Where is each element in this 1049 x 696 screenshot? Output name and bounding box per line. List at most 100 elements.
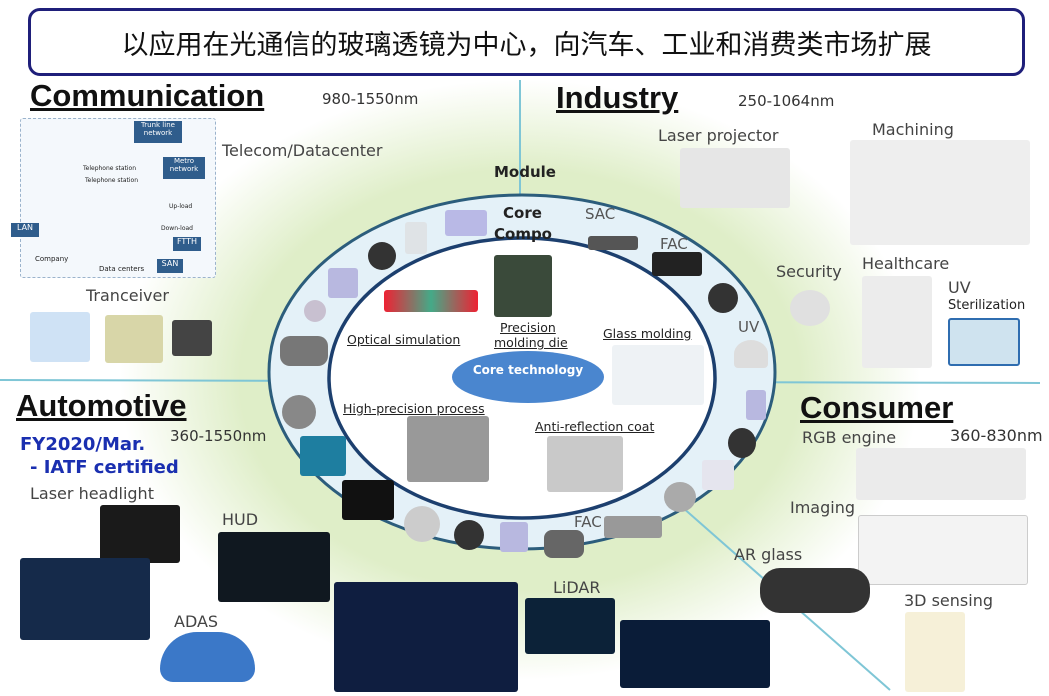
optical-simulation-image	[384, 290, 478, 312]
iatf-note: - IATF certified	[30, 457, 179, 478]
module-label: Module	[494, 163, 556, 181]
lens-image	[300, 436, 346, 476]
label-machining: Machining	[872, 120, 954, 139]
uv-sterilization-image	[948, 318, 1020, 366]
core-precision: Precision	[500, 320, 556, 335]
lens-image	[328, 268, 358, 298]
car-image	[160, 632, 255, 682]
label-uv: UV	[948, 278, 971, 297]
core-glass-molding: Glass molding	[603, 326, 692, 341]
range-communication: 980-1550nm	[322, 90, 419, 108]
ftth-label: FTTH	[173, 237, 201, 251]
machining-robot-image	[850, 140, 1030, 245]
label-imaging: Imaging	[790, 498, 856, 517]
label-ar-glass: AR glass	[734, 545, 803, 564]
lens-image	[500, 522, 528, 552]
dome-lens-image	[342, 480, 394, 520]
data-centers-label: Data centers	[99, 265, 145, 273]
network-illustration: Trunk line network Metro network Telepho…	[11, 118, 216, 278]
laser-projector-image	[680, 148, 790, 208]
label-telecom: Telecom/Datacenter	[222, 141, 383, 160]
prism-image	[405, 222, 427, 254]
3d-sensing-image	[905, 612, 965, 692]
ar-glass-image	[760, 568, 870, 613]
lens-image	[304, 300, 326, 322]
fac-lens-image	[652, 252, 702, 276]
lens-holder-image	[708, 283, 738, 313]
label-tranceiver: Tranceiver	[86, 286, 169, 305]
upload-label: Up-load	[169, 203, 193, 210]
download-label: Down-load	[161, 225, 193, 232]
core-optical-simulation: Optical simulation	[347, 332, 461, 347]
core-anti-reflection-coat: Anti-reflection coat	[535, 419, 655, 434]
uv-lens-image	[734, 340, 768, 368]
lidar-image	[525, 598, 615, 654]
lens-image	[404, 506, 440, 542]
label-rgb-engine: RGB engine	[802, 428, 897, 447]
component-uv: UV	[738, 318, 760, 336]
imaging-diagram	[858, 515, 1028, 585]
core-molding-die: molding die	[494, 335, 568, 350]
transceiver-image	[30, 312, 90, 362]
security-camera-image	[790, 290, 830, 326]
lens-holder-image	[280, 336, 328, 366]
molding-die-image	[494, 255, 552, 317]
label-3d-sensing: 3D sensing	[904, 591, 993, 610]
lidar-car-image	[620, 620, 770, 688]
lens-holder-image	[368, 242, 396, 270]
label-hud: HUD	[222, 510, 259, 529]
fy-note: FY2020/Mar.	[20, 434, 146, 455]
label-laser-projector: Laser projector	[658, 126, 779, 145]
section-communication: Communication	[30, 78, 265, 113]
component-sac: SAC	[585, 205, 616, 223]
hud-image	[218, 532, 330, 602]
metro-label: Metro network	[163, 157, 205, 179]
headlight-diagram	[20, 558, 150, 640]
range-industry: 250-1064nm	[738, 92, 835, 110]
core-technology-label: Core technology	[472, 363, 584, 377]
telephone-station-label: Telephone station	[85, 177, 139, 184]
core-technology-ellipse	[452, 351, 604, 403]
healthcare-image	[862, 276, 932, 368]
lens-image	[664, 482, 696, 512]
core-compo-label-1: Core	[503, 204, 542, 222]
lens-image	[282, 395, 316, 429]
lan-label: LAN	[11, 223, 39, 237]
lens-holder-image	[544, 530, 584, 558]
lens-holder-image	[454, 520, 484, 550]
range-consumer: 360-830nm	[950, 426, 1043, 445]
label-lidar: LiDAR	[553, 578, 601, 597]
lidar-diagram	[334, 582, 518, 692]
section-automotive: Automotive	[16, 388, 187, 423]
headlight-image	[100, 505, 180, 563]
lens-image	[746, 390, 766, 420]
component-fac: FAC	[660, 235, 688, 253]
lens-array-image	[445, 210, 487, 236]
telephone-station-label: Telephone station	[83, 165, 137, 172]
fac-lens-image	[604, 516, 662, 538]
core-compo-label-2: Compo	[494, 225, 552, 243]
lens-image	[702, 460, 734, 490]
component-fac-bottom: FAC	[574, 513, 602, 531]
label-healthcare: Healthcare	[862, 254, 950, 273]
transceiver-image	[105, 315, 163, 363]
high-precision-process-image	[407, 416, 489, 482]
anti-reflection-coat-image	[547, 436, 623, 492]
company-label: Company	[35, 255, 69, 263]
transceiver-image	[172, 320, 212, 356]
glass-molding-image	[612, 345, 704, 405]
sac-lens-image	[588, 236, 638, 250]
rgb-engine-image	[856, 448, 1026, 500]
label-laser-headlight: Laser headlight	[30, 484, 154, 503]
range-automotive: 360-1550nm	[170, 427, 267, 445]
core-high-precision-process: High-precision process	[343, 401, 485, 416]
label-security: Security	[776, 262, 842, 281]
page-title: 以应用在光通信的玻璃透镜为中心，向汽车、工业和消费类市场扩展	[28, 8, 1025, 76]
lens-holder-image	[728, 428, 756, 458]
section-consumer: Consumer	[800, 390, 954, 425]
trunk-line-label: Trunk line network	[134, 121, 182, 143]
section-industry: Industry	[556, 80, 679, 115]
label-sterilization: Sterilization	[948, 298, 1026, 313]
label-adas: ADAS	[174, 612, 219, 631]
